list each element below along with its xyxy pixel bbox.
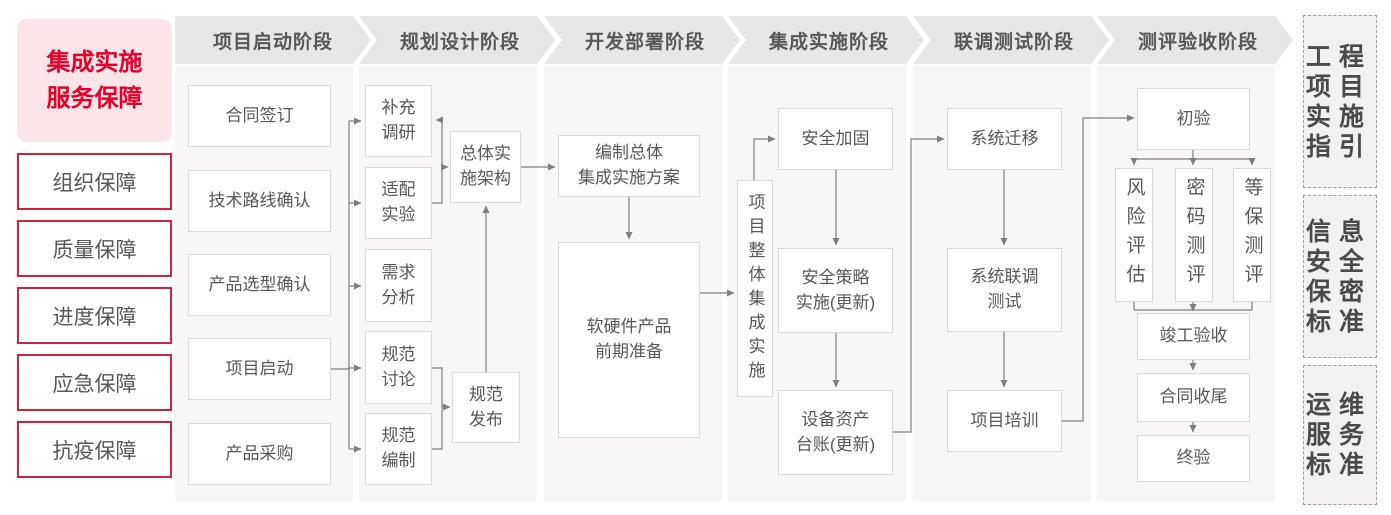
node-project-training: 项目培训: [947, 390, 1062, 452]
standard-ops-service: 运维服务标准: [1303, 365, 1377, 505]
sidebar-item-schedule: 进度保障: [17, 287, 172, 344]
node-risk-assessment: 风险评估: [1115, 168, 1153, 302]
standard-label: 工程项目实施指引: [1306, 42, 1373, 161]
sidebar-item-organization: 组织保障: [17, 153, 172, 210]
node-procurement: 产品采购: [188, 423, 331, 485]
standard-project-implementation-guide: 工程项目实施指引: [1303, 15, 1377, 188]
node-joint-testing: 系统联调 测试: [947, 248, 1062, 332]
phase-header-testing: 联调测试阶段: [913, 16, 1109, 64]
standard-label: 运维服务标准: [1306, 391, 1373, 479]
node-project-integration: 项目整体集成实施: [737, 180, 773, 397]
phase-header-kickoff: 项目启动阶段: [175, 16, 371, 64]
node-final-acceptance: 终验: [1137, 435, 1250, 482]
sidebar-item-emergency: 应急保障: [17, 354, 172, 411]
node-project-kickoff: 项目启动: [188, 338, 331, 400]
node-overall-plan: 编制总体 集成实施方案: [558, 135, 700, 197]
node-crypto-evaluation: 密码测评: [1175, 168, 1213, 302]
sidebar-item-epidemic: 抗疫保障: [17, 421, 172, 478]
node-spec-release: 规范 发布: [452, 372, 520, 443]
node-product-selection: 产品选型确认: [188, 254, 331, 316]
node-requirement-analysis: 需求 分析: [365, 249, 432, 322]
node-contract-signing: 合同签订: [188, 85, 331, 147]
node-asset-ledger: 设备资产 台账(更新): [778, 390, 893, 475]
node-spec-drafting: 规范 编制: [365, 413, 432, 485]
node-hw-sw-preparation: 软硬件产品 前期准备: [558, 242, 700, 438]
node-overall-architecture: 总体实 施架构: [450, 131, 521, 203]
standard-info-security-confidentiality: 信息安全保密标准: [1303, 195, 1377, 358]
node-initial-acceptance: 初验: [1137, 88, 1250, 150]
node-system-migration: 系统迁移: [947, 108, 1062, 170]
node-adaptation-test: 适配 实验: [365, 167, 432, 239]
node-completion-acceptance: 竣工验收: [1137, 313, 1250, 360]
phase-header-planning: 规划设计阶段: [359, 16, 555, 64]
phase-header-development: 开发部署阶段: [544, 16, 740, 64]
sidebar-item-quality: 质量保障: [17, 220, 172, 277]
sidebar-title: 集成实施 服务保障: [17, 19, 172, 142]
standard-label: 信息安全保密标准: [1306, 217, 1373, 336]
phase-header-integration: 集成实施阶段: [728, 16, 924, 64]
phase-header-acceptance: 测评验收阶段: [1097, 16, 1293, 64]
node-supplement-research: 补充 调研: [365, 85, 432, 157]
node-security-policy: 安全策略 实施(更新): [778, 248, 893, 333]
node-contract-closure: 合同收尾: [1137, 373, 1250, 422]
node-tech-route: 技术路线确认: [188, 170, 331, 232]
node-security-hardening: 安全加固: [778, 108, 893, 170]
node-mlps-evaluation: 等保测评: [1233, 168, 1271, 302]
node-spec-discussion: 规范 讨论: [365, 331, 432, 404]
